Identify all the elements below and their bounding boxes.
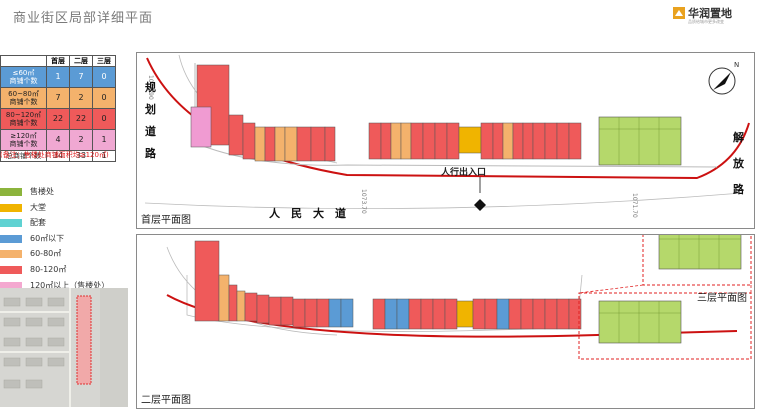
road-right-char: 放: [733, 157, 744, 170]
table-row: 总商铺个数 34 33 1: [0, 150, 116, 162]
legend-item: 120㎡以上（售楼处）: [0, 280, 130, 293]
table-header-row: 首层 二层 三层: [0, 55, 116, 67]
legend-label: 120㎡以上（售楼处）: [30, 280, 110, 290]
legend-label: 80-120㎡: [30, 264, 67, 274]
table-header-cell: [0, 55, 47, 67]
road-left-char: 道: [145, 125, 156, 138]
cell-value: 1: [92, 129, 116, 151]
second-floor-label: 二层平面图: [141, 395, 191, 406]
cell-value: 22: [46, 108, 70, 130]
third-floor-label: 三层平面图: [697, 293, 747, 304]
cell-value: 0: [92, 66, 116, 88]
legend-label: 大堂: [30, 202, 46, 212]
entrance-label: 人行出入口: [441, 168, 487, 178]
table-row: ≥120㎡ 商铺个数 4 2 1: [0, 129, 116, 151]
brand-slogan: 品质给城市更多改变: [688, 19, 724, 24]
table-note: (备注：售楼处商铺面积均≥120㎡): [0, 151, 109, 159]
elevation-label: 1078.90: [147, 75, 154, 100]
legend-label: 60-80㎡: [30, 249, 62, 259]
row-label: 80~120㎡ 商铺个数: [0, 108, 47, 130]
road-left-char: 规: [145, 81, 156, 94]
legend-swatch: [0, 250, 22, 259]
legend-item: 配套: [0, 217, 130, 230]
table-header-cell: 三层: [92, 55, 116, 67]
legend-swatch: [0, 203, 22, 212]
legend-swatch: [0, 234, 22, 243]
cell-value: 34: [46, 150, 70, 162]
legend-item: 60㎡以下: [0, 233, 130, 246]
cell-value: 33: [69, 150, 93, 162]
shop-count-table: 首层 二层 三层 ≤60㎡ 商铺个数 1 7 0 60~80㎡ 商铺个数 7 2…: [0, 55, 116, 162]
elevation-label: 1073.70: [360, 189, 367, 214]
legend-label: 配套: [30, 218, 46, 228]
road-left-char: 路: [145, 147, 156, 160]
legend-swatch: [0, 188, 22, 196]
page-title: 商业街区局部详细平面: [13, 11, 154, 26]
legend-swatch: [0, 281, 22, 290]
legend-item: 大堂: [0, 202, 130, 215]
legend-swatch: [0, 219, 22, 228]
ground-floor-plan: N 1073.70 1071.70 1078.90 规 划 道 路 解 放 路 …: [136, 52, 755, 229]
row-label: ≤60㎡ 商铺个数: [0, 66, 47, 88]
cell-value: 7: [69, 66, 93, 88]
road-right-char: 解: [733, 131, 744, 144]
table-header-cell: 二层: [69, 55, 93, 67]
legend-item: 售楼处: [0, 186, 130, 199]
cell-value: 0: [92, 108, 116, 130]
legend-label: 售楼处: [30, 187, 54, 196]
row-label: ≥120㎡ 商铺个数: [0, 129, 47, 151]
brand-name: 华润置地: [688, 7, 732, 20]
brand-logo: 华润置地 品质给城市更多改变: [673, 5, 753, 25]
road-right-char: 路: [733, 183, 744, 196]
second-floor-plan: 三层平面图 二层平面图: [136, 234, 755, 409]
cell-value: 0: [92, 87, 116, 109]
site-minimap: [0, 288, 128, 407]
legend-swatch: [0, 265, 22, 274]
legend-item: 60-80㎡: [0, 248, 130, 261]
ground-floor-drawing: N 1073.70 1071.70 1078.90: [144, 54, 750, 218]
table-header-cell: 首层: [46, 55, 70, 67]
cell-value: 1: [46, 66, 70, 88]
row-label: 总商铺个数: [0, 150, 47, 162]
cell-value: 4: [46, 129, 70, 151]
cell-value: 7: [46, 87, 70, 109]
table-row: 80~120㎡ 商铺个数 22 22 0: [0, 108, 116, 130]
cell-value: 2: [69, 87, 93, 109]
table-row: ≤60㎡ 商铺个数 1 7 0: [0, 66, 116, 88]
elevation-label: 1071.70: [631, 193, 638, 218]
compass-north-label: N: [734, 61, 739, 69]
row-label: 60~80㎡ 商铺个数: [0, 87, 47, 109]
road-bottom-label: 人 民 大 道: [269, 207, 346, 220]
entrance-arrow-icon: [474, 199, 486, 211]
cell-value: 2: [69, 129, 93, 151]
road-left-char: 划: [145, 103, 156, 116]
color-legend: 售楼处 大堂 配套 60㎡以下 60-80㎡ 80-120㎡ 120㎡以上（售楼…: [0, 186, 130, 295]
legend-item: 80-120㎡: [0, 264, 130, 277]
second-floor-drawing: [166, 235, 752, 360]
ground-floor-label: 首层平面图: [141, 215, 191, 226]
cell-value: 1: [92, 150, 116, 162]
cell-value: 22: [69, 108, 93, 130]
compass-icon: [708, 67, 736, 95]
table-row: 60~80㎡ 商铺个数 7 2 0: [0, 87, 116, 109]
legend-label: 60㎡以下: [30, 233, 65, 243]
brand-mark-icon: [673, 7, 685, 19]
